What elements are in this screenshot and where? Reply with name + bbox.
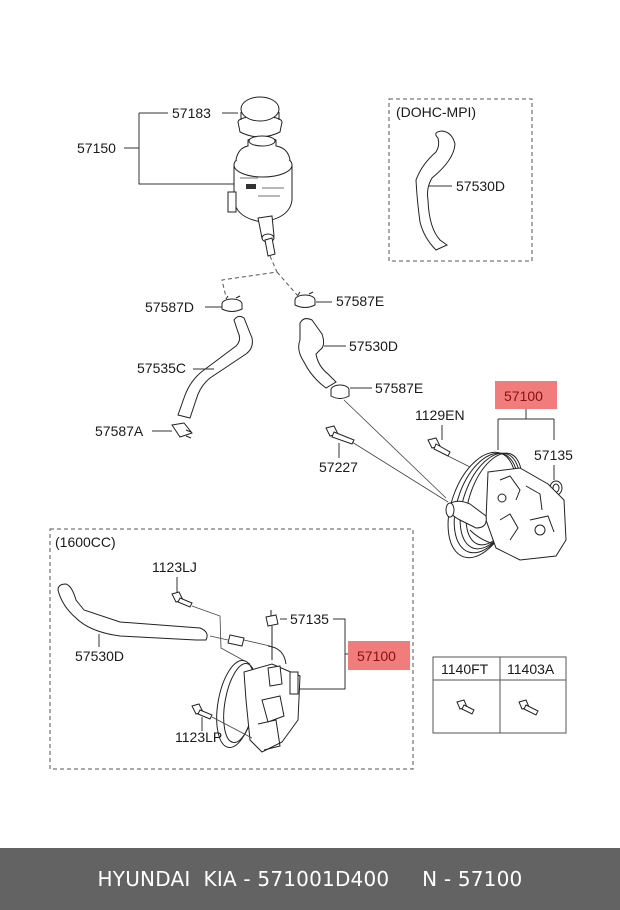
label-57530D-return[interactable]: 57530D xyxy=(349,338,398,354)
footer-part-number[interactable]: 571001D400 xyxy=(257,867,390,891)
label-57227[interactable]: 57227 xyxy=(319,459,358,475)
bolt-icon xyxy=(427,437,451,457)
footer-n-prefix: N xyxy=(422,867,438,891)
label-57135-main[interactable]: 57135 xyxy=(534,447,573,463)
bolt-icon xyxy=(518,699,539,716)
connector-line xyxy=(211,716,253,739)
pump-leader xyxy=(497,409,555,450)
label-57587E-bottom[interactable]: 57587E xyxy=(375,380,423,396)
label-57135-1600cc[interactable]: 57135 xyxy=(290,611,329,627)
footer-n-value[interactable]: 57100 xyxy=(457,867,523,891)
dohc-mpi-box: (DOHC-MPI) 57530D xyxy=(388,98,533,262)
dash-line xyxy=(221,255,278,298)
main-pump-group: 57227 1129EN 57100 57135 xyxy=(319,381,573,561)
dash-line xyxy=(276,271,299,297)
clamp-icon xyxy=(330,384,350,399)
label-57535C[interactable]: 57535C xyxy=(137,360,186,376)
footer-separator: - xyxy=(236,867,258,891)
variant-label-dohc: (DOHC-MPI) xyxy=(396,104,476,120)
reservoir-cap-icon xyxy=(237,96,283,138)
clamp-icon xyxy=(294,291,316,308)
footer-brand: HYUNDAI KIA xyxy=(97,867,237,891)
label-1129EN[interactable]: 1129EN xyxy=(415,407,465,423)
clamp-icon xyxy=(171,422,193,439)
label-57100-main[interactable]: 57100 xyxy=(504,388,543,404)
part-highlight xyxy=(495,381,557,409)
label-57100-1600cc[interactable]: 57100 xyxy=(357,648,396,664)
connector-line xyxy=(191,605,251,665)
bolt-icon xyxy=(171,591,193,608)
reservoir-leader xyxy=(124,112,238,185)
bolt-icon xyxy=(456,699,475,715)
pipe-icon xyxy=(227,634,245,647)
cc1600-box: (1600CC) 1123LJ 57530D 57135 57100 xyxy=(49,528,414,770)
label-57150[interactable]: 57150 xyxy=(77,140,116,156)
clamp-icon xyxy=(221,295,243,312)
table-header-11403A[interactable]: 11403A xyxy=(507,661,555,677)
connector-line xyxy=(343,399,447,499)
hose-icon xyxy=(57,583,208,641)
label-57587E-top[interactable]: 57587E xyxy=(336,293,384,309)
hose-icon xyxy=(415,130,456,251)
hose-icon xyxy=(177,315,253,419)
bolt-icon xyxy=(191,703,213,720)
label-57530D-1600cc[interactable]: 57530D xyxy=(75,648,124,664)
reservoir-group: 57150 57183 xyxy=(77,96,299,298)
fastener-table: 1140FT 11403A xyxy=(432,656,567,734)
label-1123LJ[interactable]: 1123LJ xyxy=(152,559,197,575)
parts-diagram: 57150 57183 (DOHC-MPI) xyxy=(49,96,573,770)
hose-group: 57587D 57587E 57535C 57587A 57530D 5 xyxy=(95,291,477,503)
connector-line xyxy=(209,635,229,641)
footer-separator: - xyxy=(437,867,458,891)
bolt-icon xyxy=(325,425,355,445)
power-steering-pump-icon xyxy=(445,451,567,561)
part-number-footer: HYUNDAI KIA - 571001D400 N - 57100 xyxy=(0,848,620,910)
label-57587A[interactable]: 57587A xyxy=(95,423,144,439)
label-1123LP[interactable]: 1123LP xyxy=(175,729,222,745)
label-57587D[interactable]: 57587D xyxy=(145,299,194,315)
reservoir-tank-icon xyxy=(227,135,293,257)
connector-line xyxy=(243,639,271,647)
variant-label-1600cc: (1600CC) xyxy=(55,534,116,550)
fitting-icon xyxy=(265,610,279,660)
label-57183[interactable]: 57183 xyxy=(172,105,211,121)
part-highlight xyxy=(348,641,410,670)
power-steering-pump-icon xyxy=(216,645,301,753)
table-header-1140FT[interactable]: 1140FT xyxy=(441,661,489,677)
connector-line xyxy=(351,441,449,503)
hose-icon xyxy=(298,318,337,389)
label-57530D-dohc[interactable]: 57530D xyxy=(456,178,505,194)
